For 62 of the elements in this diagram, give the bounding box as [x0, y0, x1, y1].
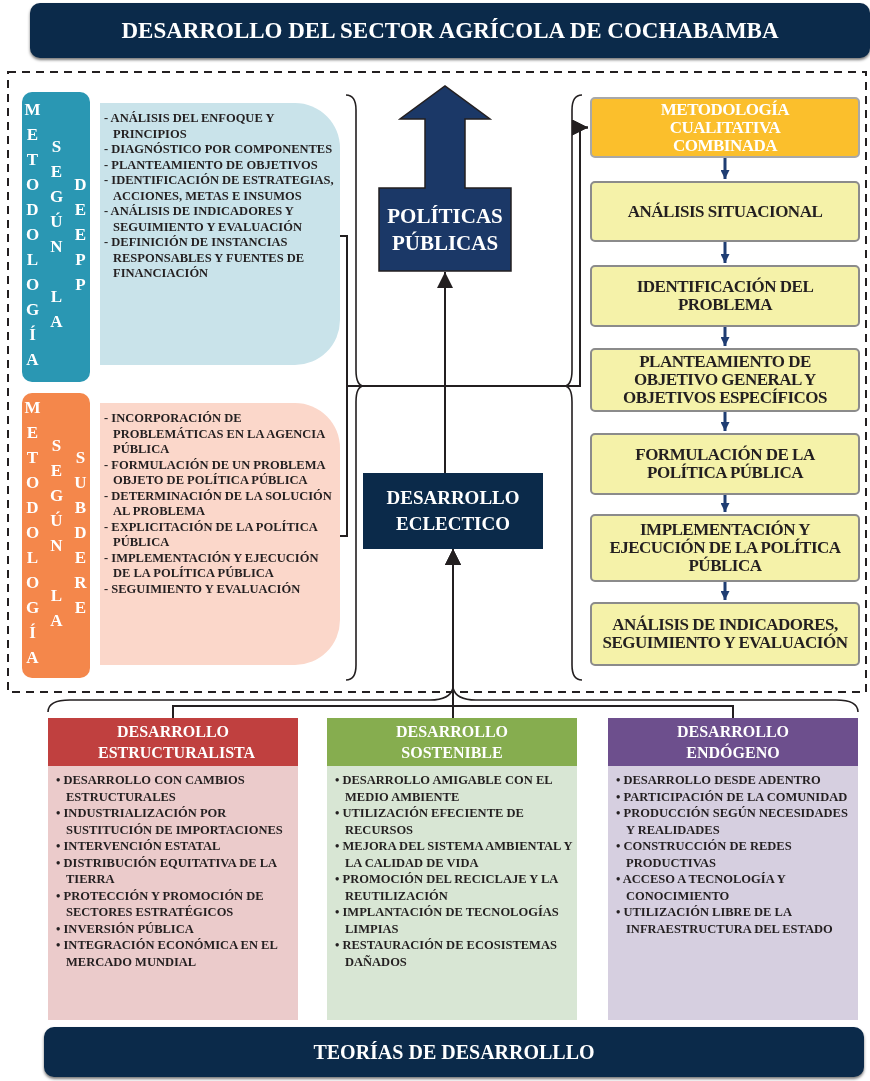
process-box: IDENTIFICACIÓN DEL PROBLEMA [590, 265, 860, 327]
list-panel [100, 103, 340, 365]
arrow [720, 242, 730, 263]
list-item: - DETERMINACIÓN DE LA SOLUCIÓN AL PROBLEMA [104, 488, 333, 520]
list-item: • IMPLANTACIÓN DE TECNOLOGÍAS LIMPIAS [335, 904, 560, 937]
arrow [720, 327, 730, 346]
list-item: • MEJORA DEL SISTEMA AMBIENTAL Y LA CALIDAD DE VIDA [335, 838, 573, 871]
list-panel [100, 403, 340, 665]
list-item: • INTERVENCIÓN ESTATAL [56, 838, 222, 855]
list-item: • PROTECCIÓN Y PROMOCIÓN DE SECTORES ESTRATÉGICOS [56, 887, 265, 921]
list-item: • INVERSIÓN PÚBLICA [56, 920, 195, 937]
process-box: ANÁLISIS SITUACIONAL [590, 181, 860, 242]
list-item: - EXPLICITACIÓN DE LA POLÍTICA PÚBLICA [104, 519, 319, 551]
list-item: • DESARROLLO CON CAMBIOS ESTRUCTURALES [56, 772, 246, 805]
list-item: • DESARROLLO AMIGABLE CON EL MEDIO AMBIENTE [335, 772, 553, 805]
arrow [437, 271, 453, 474]
arrow [445, 548, 734, 719]
theory-card [327, 718, 577, 1020]
list-item: - DEFINICIÓN DE INSTANCIAS RESPONSABLES Y FUENTES DE FINANCIACIÓN [104, 235, 306, 282]
up-pointer-box [378, 85, 512, 272]
list-item: • PROMOCIÓN DEL RECICLAJE Y LA REUTILIZACIÓN [335, 871, 559, 904]
title-banner: TEORÍAS DE DESARROLLLO [44, 1027, 864, 1077]
side-tab: METODOLOGÍA SEGÚN LA SUBDERE [22, 393, 90, 678]
list-item: • INTEGRACIÓN ECONÓMICA EN EL MERCADO MUNDIAL [56, 937, 279, 970]
list-item: - SEGUIMIENTO Y EVALUACIÓN [104, 581, 302, 597]
list-item: • CONSTRUCCIÓN DE REDES PRODUCTIVAS [616, 838, 793, 871]
list-item: • PRODUCCIÓN SEGÚN NECESIDADES Y REALIDADES [616, 805, 849, 838]
list-item: - ANÁLISIS DE INDICADORES Y SEGUIMIENTO Y EVALUACIÓN [104, 204, 303, 235]
theory-card [48, 718, 298, 1020]
list-item: - PLANTEAMIENTO DE OBJETIVOS [104, 157, 319, 173]
process-box: METODOLOGÍA CUALITATIVA COMBINADA [590, 97, 860, 158]
list-item: • UTILIZACIÓN LIBRE DE LA INFRAESTRUCTURA DEL ESTADO [616, 904, 834, 937]
list-item: - INCORPORACIÓN DE PROBLEMÁTICAS EN LA AGENCIA PÚBLICA [104, 411, 326, 458]
side-tab: METODOLOGÍA SEGÚN LA DEEPP [22, 92, 90, 382]
arrow [720, 412, 730, 431]
list-item: • DESARROLLO DESDE ADENTRO [616, 772, 822, 789]
process-box: FORMULACIÓN DE LA POLÍTICA PÚBLICA [590, 433, 860, 495]
arrow [720, 495, 730, 512]
card-heading: DESARROLLO SOSTENIBLE [327, 718, 577, 766]
process-box: ANÁLISIS DE INDICADORES, SEGUIMIENTO Y EVALUACIÓN [590, 602, 860, 666]
node-label: POLÍTICAS PÚBLICAS [386, 203, 504, 257]
list-item: • RESTAURACIÓN DE ECOSISTEMAS DAÑADOS [335, 937, 558, 970]
list-item: • DISTRIBUCIÓN EQUITATIVA DE LA TIERRA [56, 854, 278, 888]
process-box: IMPLEMENTACIÓN Y EJECUCIÓN DE LA POLÍTICA PÚBLICA [590, 514, 860, 582]
card-heading: DESARROLLO ESTRUCTURALISTA [48, 718, 298, 766]
arrow [339, 119, 589, 537]
theory-card [608, 718, 858, 1020]
list-item: - DIAGNÓSTICO POR COMPONENTES [104, 142, 334, 158]
list-item: • INDUSTRIALIZACIÓN POR SUSTITUCIÓN DE IMPORTACIONES [56, 805, 284, 838]
arrow [720, 582, 730, 600]
arrow [720, 158, 730, 179]
list-item: - FORMULACIÓN DE UN PROBLEMA OBJETO DE POLÍTICA PÚBLICA [104, 457, 327, 489]
list-item: - IDENTIFICACIÓN DE ESTRATEGIAS, ACCIONES, METAS E INSUMOS [104, 173, 334, 204]
list-item: - ANÁLISIS DEL ENFOQUE Y PRINCIPIOS [104, 111, 275, 142]
list-item: • ACCESO A TECNOLOGÍA Y CONOCIMIENTO [616, 871, 787, 904]
list-item: • PARTICIPACIÓN DE LA COMUNIDAD [616, 788, 849, 805]
process-box: PLANTEAMIENTO DE OBJETIVO GENERAL Y OBJETIVOS ESPECÍFICOS [590, 348, 860, 412]
list-item: • UTILIZACIÓN EFECIENTE DE RECURSOS [335, 805, 525, 838]
list-item: - IMPLEMENTACIÓN Y EJECUCIÓN DE LA POLÍTICA PÚBLICA [104, 550, 320, 582]
process-box: DESARROLLO ECLECTICO [363, 473, 543, 549]
title-banner: DESARROLLO DEL SECTOR AGRÍCOLA DE COCHABAMBA [30, 3, 870, 58]
card-heading: DESARROLLO ENDÓGENO [608, 718, 858, 766]
